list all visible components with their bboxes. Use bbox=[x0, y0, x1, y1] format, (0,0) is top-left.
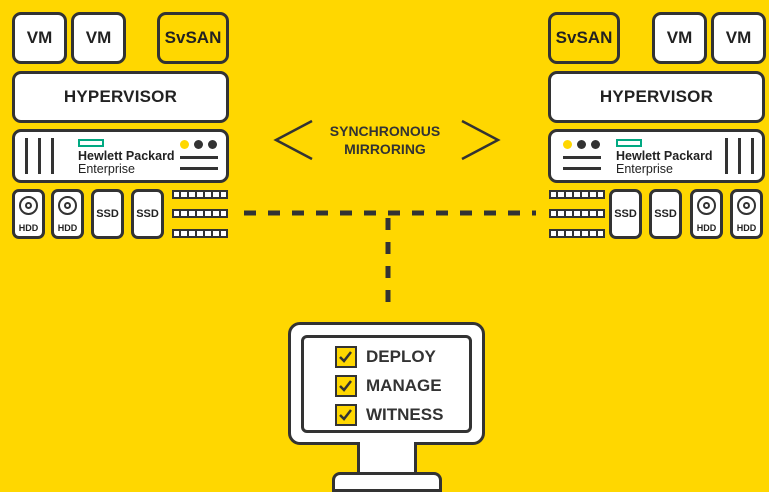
left-logo-line2: Enterprise bbox=[78, 162, 135, 176]
left-server: Hewlett Packard Enterprise bbox=[12, 129, 229, 183]
checklist-label-deploy: DEPLOY bbox=[366, 347, 436, 366]
left-vm-1: VM bbox=[12, 12, 67, 64]
right-server-line-1 bbox=[563, 156, 601, 159]
hpe-logo-icon bbox=[616, 139, 642, 147]
right-ssd-2: SSD bbox=[649, 189, 682, 239]
management-monitor: DEPLOY MANAGE WITNESS bbox=[288, 322, 485, 445]
left-hdd-2-label: HDD bbox=[57, 223, 78, 233]
left-server-bar-3 bbox=[51, 138, 54, 174]
left-status-led-yellow bbox=[180, 140, 189, 149]
right-status-led-2 bbox=[591, 140, 600, 149]
witness-connector bbox=[244, 210, 536, 310]
right-server-line-2 bbox=[563, 167, 601, 170]
hard-drive-icon bbox=[19, 196, 38, 215]
left-status-led-2 bbox=[208, 140, 217, 149]
left-server-line-2 bbox=[180, 167, 218, 170]
left-hdd-2: HDD bbox=[51, 189, 84, 239]
hard-drive-spindle bbox=[703, 202, 710, 209]
mirroring-line-1: SYNCHRONOUS bbox=[329, 123, 441, 139]
mirroring-left-bracket-icon bbox=[273, 119, 313, 161]
left-memory-module-2 bbox=[172, 209, 228, 218]
right-memory-module-2 bbox=[549, 209, 605, 218]
checkbox-checked-icon bbox=[335, 375, 357, 397]
hard-drive-icon bbox=[697, 196, 716, 215]
right-svsan-label: SvSAN bbox=[555, 28, 613, 47]
right-server-bar-1 bbox=[725, 138, 728, 174]
right-hdd-2: HDD bbox=[730, 189, 763, 239]
right-hdd-2-label: HDD bbox=[736, 223, 757, 233]
left-vm-2: VM bbox=[71, 12, 126, 64]
left-server-bar-2 bbox=[38, 138, 41, 174]
checklist-label-witness: WITNESS bbox=[366, 405, 444, 424]
checkbox-checked-icon bbox=[335, 346, 357, 368]
right-logo-line2: Enterprise bbox=[616, 162, 673, 176]
checklist-item-witness: WITNESS bbox=[335, 404, 443, 426]
checklist-item-deploy: DEPLOY bbox=[335, 346, 436, 368]
left-vm-2-label: VM bbox=[85, 28, 112, 47]
right-vm-2: VM bbox=[711, 12, 766, 64]
left-ssd-1: SSD bbox=[91, 189, 124, 239]
left-ssd-2-label: SSD bbox=[136, 208, 159, 220]
right-memory-module-1 bbox=[549, 190, 605, 199]
right-server-bar-3 bbox=[751, 138, 754, 174]
right-vm-2-label: VM bbox=[725, 28, 752, 47]
right-ssd-2-label: SSD bbox=[654, 208, 677, 220]
mirroring-line-2: MIRRORING bbox=[344, 141, 426, 157]
left-hpe-logo: Hewlett Packard Enterprise bbox=[78, 139, 175, 176]
left-ssd-2: SSD bbox=[131, 189, 164, 239]
right-logo-line1: Hewlett Packard bbox=[616, 149, 713, 163]
right-ssd-1: SSD bbox=[609, 189, 642, 239]
right-hypervisor-label: HYPERVISOR bbox=[599, 87, 714, 106]
monitor-neck bbox=[357, 442, 417, 477]
right-memory-module-3 bbox=[549, 229, 605, 238]
checkbox-checked-icon bbox=[335, 404, 357, 426]
right-svsan: SvSAN bbox=[548, 12, 620, 64]
monitor-screen bbox=[301, 335, 472, 433]
right-status-led-1 bbox=[577, 140, 586, 149]
hard-drive-icon bbox=[737, 196, 756, 215]
left-vm-1-label: VM bbox=[26, 28, 53, 47]
right-server: Hewlett Packard Enterprise bbox=[548, 129, 765, 183]
left-server-line-1 bbox=[180, 156, 218, 159]
left-hdd-1: HDD bbox=[12, 189, 45, 239]
left-memory-module-3 bbox=[172, 229, 228, 238]
right-hpe-logo: Hewlett Packard Enterprise bbox=[616, 139, 713, 176]
checklist-item-manage: MANAGE bbox=[335, 375, 442, 397]
diagram: VM VM SvSAN HYPERVISOR Hewlett Packard E… bbox=[12, 12, 766, 492]
left-hdd-1-label: HDD bbox=[18, 223, 39, 233]
right-hypervisor: HYPERVISOR bbox=[548, 71, 765, 123]
mirroring-label: SYNCHRONOUS MIRRORING bbox=[305, 122, 465, 158]
left-memory-module-1 bbox=[172, 190, 228, 199]
right-vm-1: VM bbox=[652, 12, 707, 64]
right-hdd-1-label: HDD bbox=[696, 223, 717, 233]
left-status-led-1 bbox=[194, 140, 203, 149]
hpe-logo-icon bbox=[78, 139, 104, 147]
right-status-led-yellow bbox=[563, 140, 572, 149]
hard-drive-spindle bbox=[25, 202, 32, 209]
right-server-bar-2 bbox=[738, 138, 741, 174]
left-ssd-1-label: SSD bbox=[96, 208, 119, 220]
monitor-stand bbox=[332, 472, 442, 492]
left-svsan-label: SvSAN bbox=[164, 28, 222, 47]
hard-drive-icon bbox=[58, 196, 77, 215]
left-hypervisor: HYPERVISOR bbox=[12, 71, 229, 123]
mirroring-right-bracket-icon bbox=[461, 119, 501, 161]
checklist-label-manage: MANAGE bbox=[366, 376, 442, 395]
hard-drive-spindle bbox=[64, 202, 71, 209]
right-vm-1-label: VM bbox=[666, 28, 693, 47]
left-server-bar-1 bbox=[25, 138, 28, 174]
right-ssd-1-label: SSD bbox=[614, 208, 637, 220]
right-hdd-1: HDD bbox=[690, 189, 723, 239]
hard-drive-spindle bbox=[743, 202, 750, 209]
left-logo-line1: Hewlett Packard bbox=[78, 149, 175, 163]
left-hypervisor-label: HYPERVISOR bbox=[63, 87, 178, 106]
left-svsan: SvSAN bbox=[157, 12, 229, 64]
